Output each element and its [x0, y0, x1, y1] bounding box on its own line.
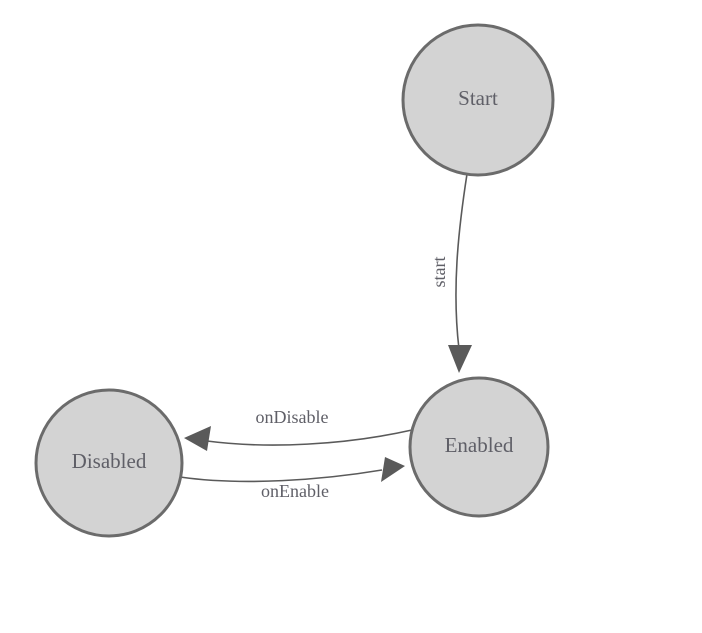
edge-label-start-to-enabled: start	[429, 257, 449, 288]
node-enabled[interactable]: Enabled	[408, 376, 550, 518]
node-label-start: Start	[458, 86, 498, 110]
node-disabled[interactable]: Disabled	[34, 388, 184, 538]
edge-arrowhead-start-to-enabled	[448, 345, 472, 373]
edge-label-enabled-to-disabled: onDisable	[256, 407, 329, 427]
edge-enabled-to-disabled: onDisable	[184, 407, 413, 451]
node-label-enabled: Enabled	[445, 433, 514, 457]
edge-arrowhead-disabled-to-enabled	[381, 457, 405, 482]
node-circle-start[interactable]	[401, 23, 555, 177]
edge-disabled-to-enabled: onEnable	[179, 457, 405, 501]
edge-line-disabled-to-enabled	[179, 469, 383, 483]
node-circle-disabled[interactable]	[34, 388, 184, 538]
edge-arrowhead-enabled-to-disabled	[184, 426, 211, 451]
edge-start-to-enabled: start	[429, 173, 472, 373]
edge-line-enabled-to-disabled	[206, 429, 413, 446]
edge-line-start-to-enabled	[455, 173, 468, 350]
node-circle-enabled[interactable]	[408, 376, 550, 518]
node-start[interactable]: Start	[401, 23, 555, 177]
node-label-disabled: Disabled	[72, 449, 147, 473]
edge-label-disabled-to-enabled: onEnable	[261, 481, 329, 501]
